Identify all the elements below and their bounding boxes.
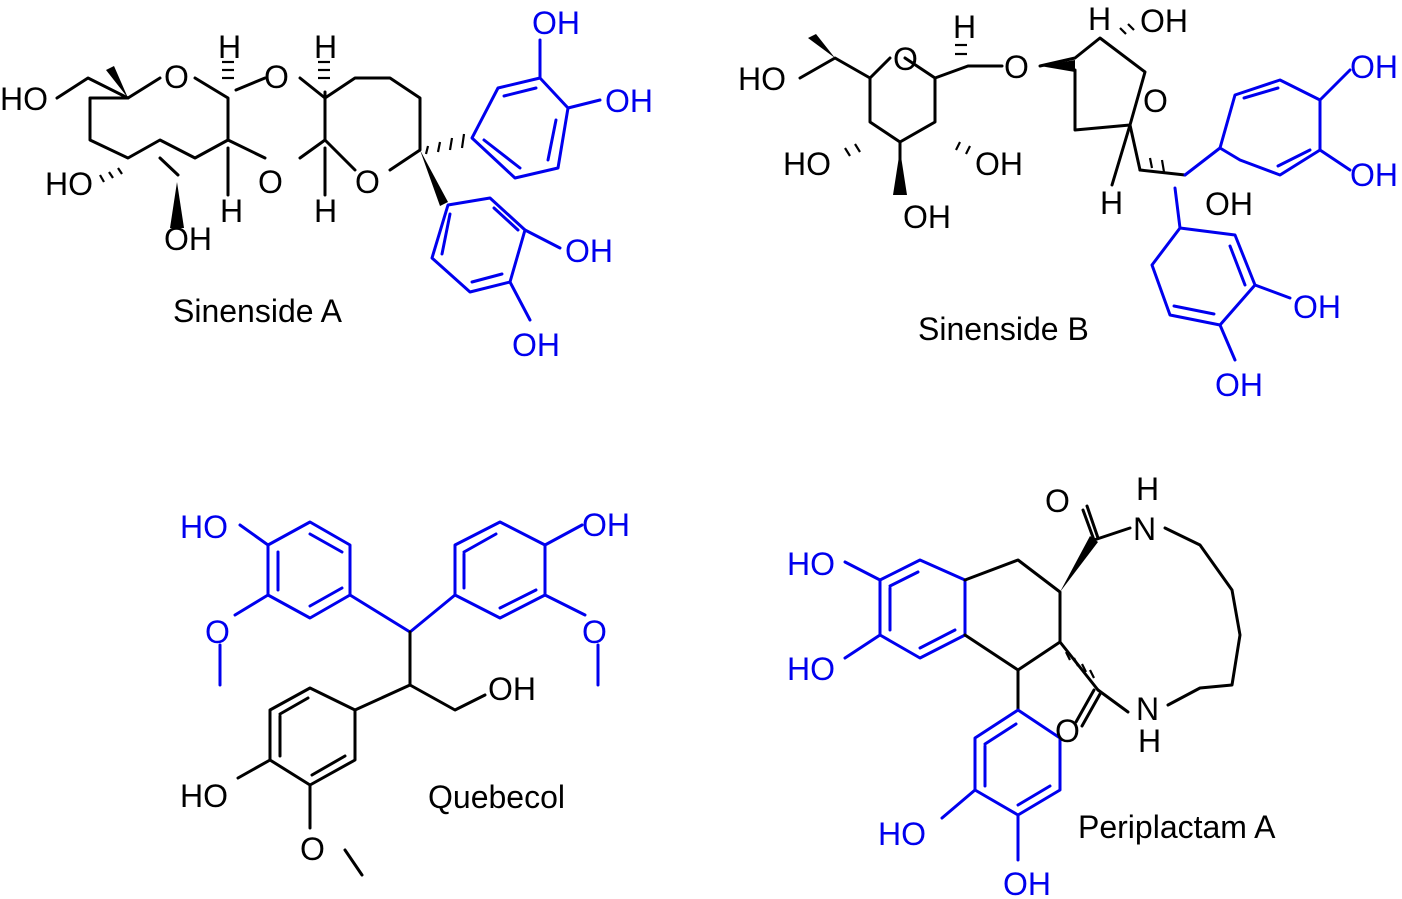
- atom-label: H: [1100, 185, 1123, 221]
- atom-label: OH: [1350, 157, 1398, 193]
- atom-label: O: [1055, 713, 1080, 749]
- atom-label: OH: [582, 507, 630, 543]
- atom-label: HO: [180, 509, 228, 545]
- atom-label: O: [1004, 49, 1029, 85]
- atom-label: H: [218, 29, 241, 65]
- atom-label: H: [314, 193, 337, 229]
- atom-label: H: [314, 29, 337, 65]
- atom-label: H: [953, 9, 976, 45]
- atom-label: H: [1088, 1, 1111, 37]
- atom-label: HO: [0, 81, 48, 117]
- atom-label: HO: [787, 546, 835, 582]
- atom-label: OH: [605, 83, 653, 119]
- atom-label: OH: [1215, 367, 1263, 403]
- atom-label: OH: [532, 5, 580, 41]
- atom-label: O: [164, 59, 189, 95]
- atom-label: OH: [1293, 289, 1341, 325]
- atom-label: O: [582, 614, 607, 650]
- atom-label: OH: [1140, 3, 1188, 39]
- atom-label: HO: [738, 61, 786, 97]
- molecule-name: Sinenside B: [918, 311, 1089, 347]
- molecule-name: Periplactam A: [1078, 809, 1276, 845]
- atom-label: OH: [1003, 866, 1051, 899]
- atom-label: O: [1045, 483, 1070, 519]
- atom-label: HO: [787, 651, 835, 687]
- atom-label: O: [258, 164, 283, 200]
- atom-label: H: [1138, 723, 1161, 759]
- molecule-periplactam-a: O H N HO HO O N H HO OH Periplactam A: [787, 471, 1276, 899]
- atom-label: O: [205, 614, 230, 650]
- molecule-sinenside-a: HO O H O H HO O O H H OH OH OH OH OH Sin…: [0, 5, 653, 363]
- atom-label: OH: [1350, 49, 1398, 85]
- atom-label: O: [264, 59, 289, 95]
- atom-label: O: [300, 831, 325, 867]
- atom-label: O: [1143, 83, 1168, 119]
- atom-label: N: [1136, 691, 1159, 727]
- molecule-name: Quebecol: [428, 779, 565, 815]
- atom-label: HO: [180, 778, 228, 814]
- atom-label: H: [1136, 471, 1159, 507]
- atom-label: HO: [45, 166, 93, 202]
- atom-label: HO: [783, 146, 831, 182]
- molecule-quebecol: HO O OH O OH HO O Quebecol: [180, 507, 630, 877]
- atom-label: OH: [975, 146, 1023, 182]
- atom-label: OH: [903, 199, 951, 235]
- molecule-name: Sinenside A: [173, 293, 343, 329]
- atom-label: N: [1133, 511, 1156, 547]
- atom-label: OH: [512, 327, 560, 363]
- atom-label: HO: [878, 816, 926, 852]
- atom-label: OH: [164, 221, 212, 257]
- atom-label: O: [355, 164, 380, 200]
- atom-label: OH: [1205, 186, 1253, 222]
- atom-label: H: [220, 193, 243, 229]
- atom-label: OH: [488, 671, 536, 707]
- atom-label: OH: [565, 233, 613, 269]
- atom-label: O: [893, 41, 918, 77]
- molecule-sinenside-b: HO O H O H OH O HO OH OH H OH OH OH OH O…: [738, 1, 1398, 403]
